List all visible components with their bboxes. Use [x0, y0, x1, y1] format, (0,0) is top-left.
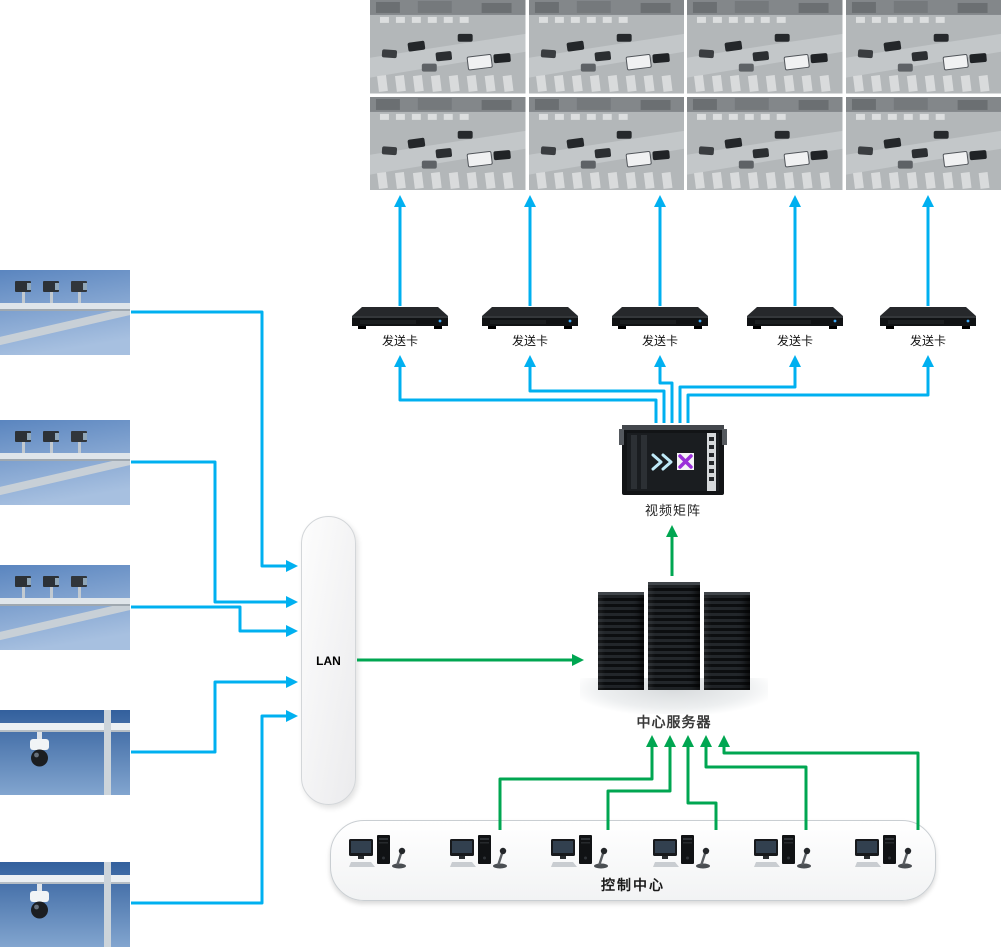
sender-card: 发送卡 [482, 307, 578, 349]
server-rack-icon [704, 592, 750, 690]
central-server-label: 中心服务器 [636, 714, 712, 730]
video-matrix: 视频矩阵 [619, 423, 727, 519]
workstation-icon [349, 831, 411, 871]
gantry-camera-icon [0, 420, 130, 505]
camera-node-4 [0, 710, 130, 795]
link-camera-4-to-lan [131, 676, 298, 754]
link-control-1-to-server [498, 735, 658, 830]
central-server-image [580, 574, 768, 714]
wall-tile [687, 0, 843, 94]
link-camera-5-to-lan [131, 710, 298, 905]
workstation-icon [754, 831, 816, 871]
lan-node: LAN [301, 516, 356, 805]
video-matrix-label: 视频矩阵 [644, 503, 701, 518]
link-control-4-to-server [700, 735, 808, 830]
camera-node-1 [0, 270, 130, 355]
sender-card-label: 发送卡 [641, 334, 678, 348]
link-control-3-to-server [682, 735, 718, 830]
link-matrix-to-card-3 [654, 355, 674, 423]
sender-card-label: 发送卡 [381, 334, 418, 348]
wall-tile [529, 0, 685, 94]
wall-tile [846, 97, 1001, 191]
wall-tile [370, 97, 526, 191]
video-matrix-device-icon [619, 423, 727, 497]
sender-card-device-icon [612, 307, 708, 331]
link-matrix-to-card-1 [394, 355, 658, 423]
sender-card-device-icon [482, 307, 578, 331]
link-matrix-to-card-4 [678, 355, 801, 423]
camera-node-2 [0, 420, 130, 505]
lan-label: LAN [316, 653, 341, 668]
workstation-row [349, 830, 917, 872]
ptz-dome-camera-icon [0, 862, 130, 947]
workstation-icon [551, 831, 613, 871]
link-control-5-to-server [718, 735, 920, 830]
sender-card-label: 发送卡 [776, 334, 813, 348]
wall-tile [846, 0, 1001, 94]
wall-tile [687, 97, 843, 191]
server-rack-icon [648, 582, 700, 690]
workstation-icon [653, 831, 715, 871]
link-camera-3-to-lan [131, 605, 298, 637]
ptz-dome-camera-icon [0, 710, 130, 795]
sender-card: 发送卡 [612, 307, 708, 349]
server-rack-icon [598, 592, 644, 690]
sender-card-label: 发送卡 [909, 334, 946, 348]
sender-card-label: 发送卡 [511, 334, 548, 348]
link-camera-2-to-lan [131, 460, 298, 608]
workstation-icon [450, 831, 512, 871]
camera-node-5 [0, 862, 130, 947]
sender-card-device-icon [747, 307, 843, 331]
wall-tile [370, 0, 526, 94]
sender-card-device-icon [880, 307, 976, 331]
link-matrix-to-card-2 [524, 355, 666, 423]
sender-card: 发送卡 [352, 307, 448, 349]
sender-card-device-icon [352, 307, 448, 331]
control-center-label: 控制中心 [601, 877, 665, 893]
gantry-camera-icon [0, 270, 130, 355]
sender-card: 发送卡 [747, 307, 843, 349]
link-control-2-to-server [606, 735, 676, 830]
camera-node-3 [0, 565, 130, 650]
gantry-camera-icon [0, 565, 130, 650]
link-camera-1-to-lan [131, 310, 298, 572]
control-center-panel: 控制中心 [330, 820, 936, 901]
sender-card: 发送卡 [880, 307, 976, 349]
wall-tile [529, 97, 685, 191]
link-matrix-to-card-5 [686, 355, 934, 423]
video-wall [370, 0, 1001, 190]
workstation-icon [855, 831, 917, 871]
